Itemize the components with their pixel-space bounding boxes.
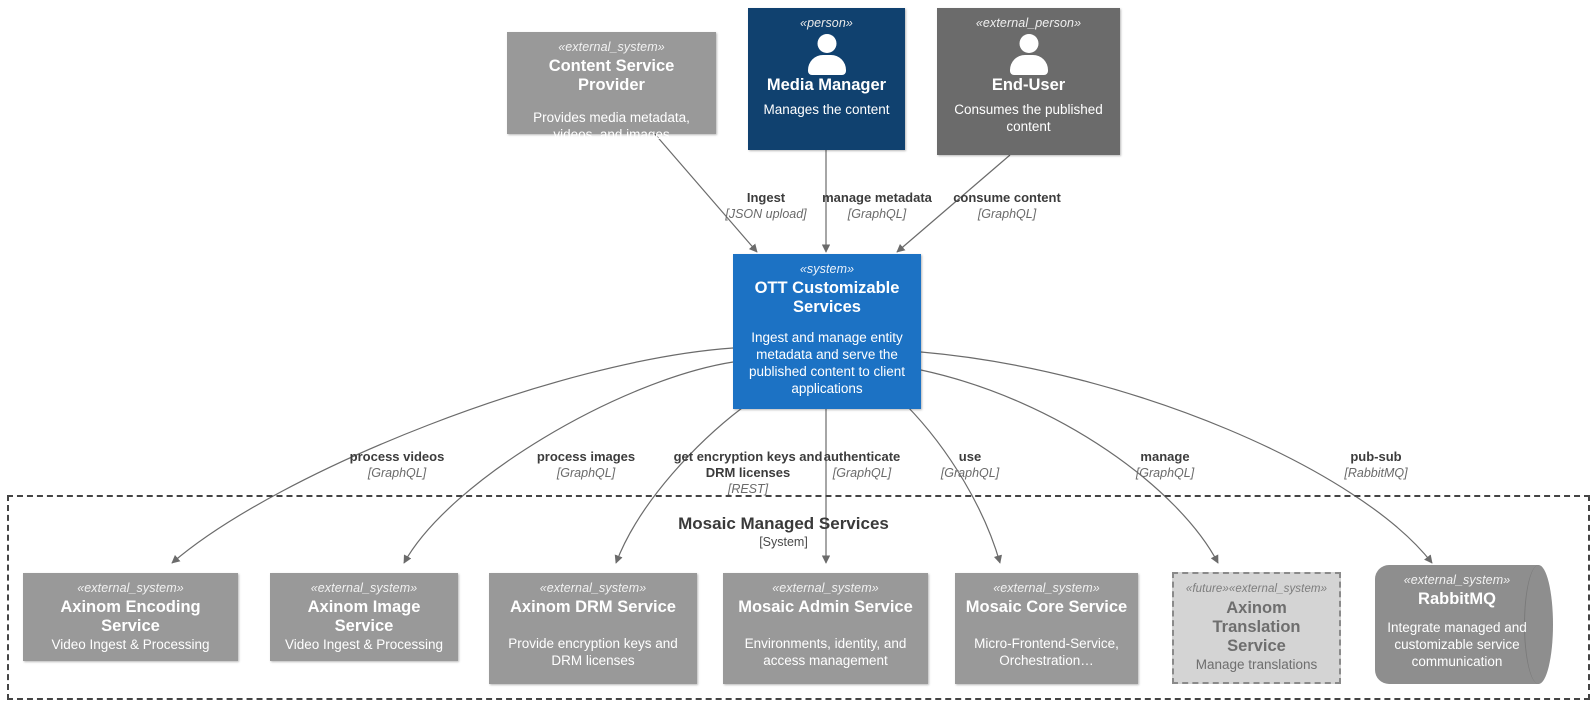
node-stereotype: «external_person» — [975, 16, 1082, 30]
queue-cap — [1524, 565, 1553, 684]
node-axinom-drm-service[interactable]: «external_system» Axinom DRM Service Pro… — [489, 573, 697, 684]
edge-label-get-keys: get encryption keys and DRM licenses [RE… — [673, 449, 823, 497]
node-title: End-User — [991, 76, 1066, 94]
node-stereotype: «external_system» — [310, 581, 418, 595]
node-description: Integrate managed and customizable servi… — [1387, 620, 1527, 669]
node-title: Axinom Translation Service — [1212, 599, 1301, 655]
external-person-icon — [1006, 34, 1052, 75]
node-stereotype: «external_system» — [77, 581, 184, 595]
node-axinom-encoding-service[interactable]: «external_system» Axinom Encoding Servic… — [23, 573, 238, 661]
edge-label-protocol: [GraphQL] — [832, 466, 892, 480]
node-stereotype: «future»«external_system» — [1185, 583, 1328, 595]
node-title: RabbitMQ — [1418, 590, 1496, 608]
node-title: OTT Customizable Services — [754, 279, 900, 316]
node-rabbitmq[interactable]: «external_system» RabbitMQ Integrate man… — [1375, 565, 1553, 684]
edge-label-process-images: process images [GraphQL] — [537, 449, 635, 481]
edge-label-authenticate: authenticate [GraphQL] — [824, 449, 901, 481]
edge-label-protocol: [GraphQL] — [940, 466, 1000, 480]
node-description: Consumes the published content — [954, 102, 1103, 134]
edge-label-ingest: Ingest [JSON upload] — [725, 190, 806, 222]
edge-label-manage: manage [GraphQL] — [1136, 449, 1194, 481]
edge-label-title: authenticate — [823, 449, 901, 464]
boundary-label: Mosaic Managed Services [System] — [7, 513, 1560, 550]
edge-label-protocol: [GraphQL] — [556, 466, 616, 480]
node-description: Micro-Frontend-Service, Orchestration… — [974, 636, 1119, 668]
node-stereotype: «external_system» — [993, 581, 1100, 595]
node-stereotype: «external_system» — [1403, 573, 1511, 587]
edge-label-protocol: [REST] — [727, 482, 769, 496]
node-title: Axinom Image Service — [307, 598, 421, 635]
node-stereotype: «external_system» — [539, 581, 647, 595]
edge-label-title: consume content — [953, 190, 1061, 205]
node-title: Media Manager — [766, 76, 887, 94]
node-axinom-translation-service[interactable]: «future»«external_system» Axinom Transla… — [1172, 572, 1341, 684]
node-description: Provides media metadata, videos, and ima… — [533, 110, 690, 142]
edge-label-title: Ingest — [746, 190, 786, 205]
boundary-title: Mosaic Managed Services — [678, 514, 889, 533]
edge-label-title: process images — [536, 449, 636, 464]
node-title: Axinom Encoding Service — [60, 598, 201, 635]
node-stereotype: «person» — [800, 16, 853, 30]
edge-label-title: get encryption keys and DRM licenses — [673, 449, 823, 480]
edge-label-protocol: [GraphQL] — [1135, 466, 1195, 480]
node-description: Manage translations — [1195, 657, 1318, 672]
node-description: Environments, identity, and access manag… — [744, 636, 907, 668]
node-description: Video Ingest & Processing — [284, 637, 444, 652]
edge-label-process-videos: process videos [GraphQL] — [350, 449, 445, 481]
edge-label-protocol: [GraphQL] — [367, 466, 427, 480]
edge-label-protocol: [RabbitMQ] — [1344, 466, 1408, 480]
node-mosaic-admin-service[interactable]: «external_system» Mosaic Admin Service E… — [723, 573, 928, 684]
queue-body — [1375, 565, 1539, 684]
node-description: Manages the content — [763, 102, 890, 117]
person-icon — [804, 34, 850, 75]
node-end-user[interactable]: «external_person» End-User Consumes the … — [937, 8, 1120, 155]
node-mosaic-core-service[interactable]: «external_system» Mosaic Core Service Mi… — [955, 573, 1138, 684]
edge-label-consume-content: consume content [GraphQL] — [953, 190, 1061, 222]
node-media-manager[interactable]: «person» Media Manager Manages the conte… — [748, 8, 905, 150]
edge-label-protocol: [GraphQL] — [977, 207, 1037, 221]
node-title: Mosaic Admin Service — [738, 598, 913, 616]
node-title: Content Service Provider — [548, 57, 675, 94]
node-ott-customizable-services[interactable]: «system» OTT Customizable Services Inges… — [733, 254, 921, 409]
node-stereotype: «external_system» — [558, 40, 665, 54]
edge-label-protocol: [JSON upload] — [725, 207, 807, 221]
node-title: Axinom DRM Service — [510, 598, 676, 616]
node-description: Provide encryption keys and DRM licenses — [508, 636, 678, 668]
node-stereotype: «system» — [799, 262, 855, 276]
edge-label-title: manage — [1140, 449, 1190, 464]
node-title: Mosaic Core Service — [965, 598, 1128, 616]
edge-label-pub-sub: pub-sub [RabbitMQ] — [1344, 449, 1407, 481]
edge-label-protocol: [GraphQL] — [847, 207, 907, 221]
edge-label-use: use [GraphQL] — [941, 449, 999, 481]
node-description: Video Ingest & Processing — [51, 637, 210, 652]
node-description: Ingest and manage entity metadata and se… — [748, 330, 906, 396]
edge-label-manage-metadata: manage metadata [GraphQL] — [822, 190, 932, 222]
edge-label-title: pub-sub — [1350, 449, 1402, 464]
node-stereotype: «external_system» — [772, 581, 879, 595]
edge-label-title: process videos — [349, 449, 445, 464]
node-axinom-image-service[interactable]: «external_system» Axinom Image Service V… — [270, 573, 458, 661]
boundary-subtitle: [System] — [759, 535, 808, 549]
edge-label-title: manage metadata — [822, 190, 932, 205]
boundary-mosaic-managed-services — [7, 495, 1590, 700]
node-content-service-provider[interactable]: «external_system» Content Service Provid… — [507, 32, 716, 142]
edge-label-title: use — [958, 449, 982, 464]
